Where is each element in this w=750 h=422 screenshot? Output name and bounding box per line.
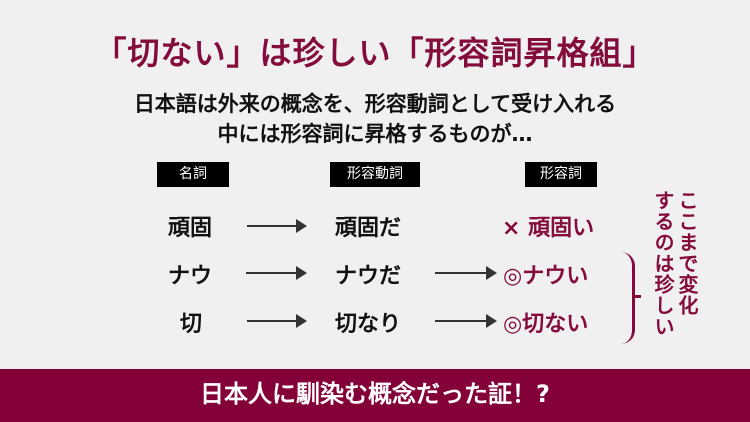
column-header-adjective: 形容詞: [525, 162, 597, 187]
arrow-right-icon: [246, 266, 307, 280]
arrow-right-icon: [247, 314, 307, 328]
curly-brace-icon: [618, 252, 641, 344]
row-3-noun: 切: [180, 312, 203, 337]
side-note-col-2: するのは珍しい: [651, 190, 675, 337]
row-2-noun: ナウ: [168, 264, 213, 289]
row-1-noun: 頑固: [168, 216, 213, 241]
row-3-na-adjective: 切なり: [335, 312, 402, 337]
footer-banner: 日本人に馴染む概念だった証！?: [0, 369, 750, 422]
subtitle-line-1: 日本語は外来の概念を、形容動詞として受け入れる: [133, 92, 617, 116]
arrow-right-icon: [435, 314, 497, 328]
column-header-na-adjective: 形容動詞: [330, 162, 420, 187]
subtitle-line-2: 中には形容詞に昇格するものが…: [217, 122, 533, 146]
row-1-na-adjective: 頑固だ: [335, 216, 402, 241]
page-title: 「切ない」は珍しい「形容詞昇格組」: [94, 34, 656, 72]
row-2-na-adjective: ナウだ: [335, 264, 402, 289]
column-header-noun: 名詞: [157, 162, 229, 187]
row-2-adjective: ◎ナウい: [503, 264, 589, 289]
arrow-right-icon: [247, 219, 307, 233]
side-note-col-1: ここまで変化: [675, 190, 699, 316]
arrow-right-icon: [435, 266, 497, 280]
row-3-adjective: ◎切ない: [503, 312, 589, 337]
row-1-adjective: × 頑固い: [502, 216, 595, 241]
